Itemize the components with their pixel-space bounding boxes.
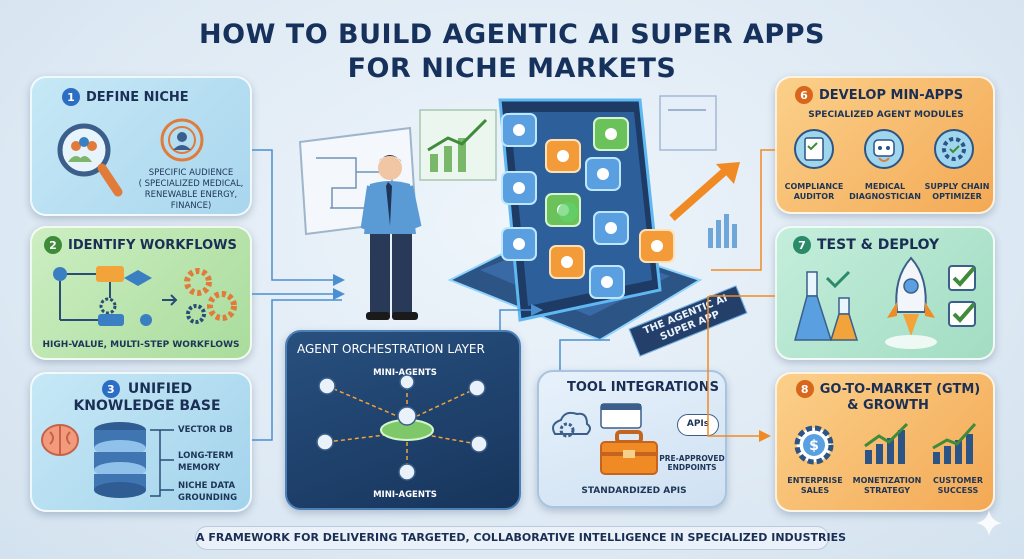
orchestration-bottom-label: MINI-AGENTS — [373, 490, 437, 500]
module-2-line2: DIAGNOSTICIAN — [849, 192, 921, 201]
monetization-chart-icon — [864, 422, 909, 464]
brain-icon — [41, 424, 79, 456]
step-3-number: 3 — [101, 380, 120, 398]
step-2-title: IDENTIFY WORKFLOWS — [68, 237, 237, 253]
kb-item-long-term: LONG-TERM — [178, 451, 234, 461]
magnifier-people-icon — [57, 123, 123, 197]
orchestration-title: AGENT ORCHESTRATION LAYER — [297, 342, 485, 356]
orchestration-top-label: MINI-AGENTS — [373, 368, 437, 378]
svg-text:$: $ — [809, 438, 819, 454]
growth-chart-board — [419, 109, 497, 181]
supply-chain-optimizer-icon — [934, 129, 974, 169]
module-1-line2: AUDITOR — [793, 192, 835, 201]
step-2-number: 2 — [44, 236, 62, 254]
flask-icon — [794, 270, 859, 341]
target-person-icon — [160, 118, 204, 162]
database-icon — [94, 422, 146, 498]
step-1-desc-line4: FINANCE) — [170, 201, 212, 211]
gtm-1-line1: ENTERPRISE — [787, 476, 843, 485]
step-7-card: 7 TEST & DEPLOY — [775, 226, 995, 360]
cloud-gear-icon — [552, 411, 591, 438]
gtm-1-line2: SALES — [800, 486, 830, 495]
tools-title: TOOL INTEGRATIONS — [567, 380, 719, 395]
module-1-line1: COMPLIANCE — [784, 182, 844, 191]
browser-window-icon — [600, 403, 642, 429]
step-8-card: 8 GO-TO-MARKET (GTM) & GROWTH $ ENTERPRI… — [775, 372, 995, 512]
medical-diagnostician-icon — [864, 129, 904, 169]
endpoints-line1: PRE-APPROVED — [659, 454, 725, 463]
module-2-line1: MEDICAL — [864, 182, 906, 191]
connector-lines — [150, 429, 174, 497]
agent-tiles — [501, 113, 675, 299]
tools-bottom-label: STANDARDIZED APIS — [581, 486, 687, 496]
kb-item-grounding: GROUNDING — [178, 493, 238, 503]
mini-agents-network — [316, 374, 488, 481]
step-3-title-line2: KNOWLEDGE BASE — [73, 398, 221, 414]
endpoints-line2: ENDPOINTS — [667, 463, 717, 472]
bar-chart-small — [708, 214, 737, 248]
step-3-title-line1: UNIFIED — [127, 381, 193, 397]
step-1-desc-line3: RENEWABLE ENERGY, — [144, 190, 238, 200]
step-2-desc: HIGH-VALUE, MULTI-STEP WORKFLOWS — [42, 340, 240, 350]
sparkle-icon — [976, 510, 1002, 536]
gtm-3-line1: CUSTOMER — [933, 476, 983, 485]
step-8-title-line1: GO-TO-MARKET (GTM) — [819, 381, 981, 397]
gtm-3-line2: SUCCESS — [937, 486, 979, 495]
step-6-title: DEVELOP MIN-APPS — [819, 87, 964, 103]
floating-panel-right — [659, 95, 717, 151]
step-8-number: 8 — [795, 380, 814, 398]
growth-arrow-icon — [669, 162, 740, 221]
step-8-title-line2: & GROWTH — [847, 398, 929, 413]
person-illustration — [360, 155, 422, 320]
kb-item-niche-data: NICHE DATA — [178, 481, 236, 491]
step-6-number: 6 — [795, 86, 813, 104]
step-6-card: 6 DEVELOP MIN-APPS SPECIALIZED AGENT MOD… — [775, 76, 995, 214]
step-2-card: 2 IDENTIFY WORKFLOWS HIGH-VALUE, MULTI-S… — [30, 226, 252, 360]
step-1-number: 1 — [62, 88, 80, 106]
step-1-desc-line1: SPECIFIC AUDIENCE — [148, 168, 234, 178]
kb-item-vector-db: VECTOR DB — [178, 425, 233, 435]
page-title: HOW TO BUILD AGENTIC AI SUPER APPS FOR N… — [0, 18, 1024, 86]
module-3-line1: SUPPLY CHAIN — [924, 182, 990, 191]
compliance-auditor-icon — [794, 129, 834, 169]
customer-success-chart-icon — [932, 422, 977, 464]
gtm-2-line2: STRATEGY — [863, 486, 911, 495]
workflow-diagram-icon — [53, 266, 237, 326]
step-7-number: 7 — [793, 236, 811, 254]
orchestration-card: AGENT ORCHESTRATION LAYER MINI-AGENTS MI… — [285, 330, 521, 510]
apis-label: APIs — [686, 419, 710, 429]
title-line-1: HOW TO BUILD AGENTIC AI SUPER APPS — [199, 19, 825, 50]
step-7-title: TEST & DEPLOY — [817, 237, 940, 253]
checklist-icon — [948, 265, 976, 327]
step-3-card: 3 UNIFIED KNOWLEDGE BASE VECTOR DB LONG-… — [30, 372, 252, 512]
footer-banner: A FRAMEWORK FOR DELIVERING TARGETED, COL… — [195, 526, 846, 550]
step-1-desc-line2: ( SPECIALIZED MEDICAL, — [138, 179, 244, 189]
toolbox-icon — [600, 430, 658, 475]
step-6-subtitle: SPECIALIZED AGENT MODULES — [808, 110, 964, 120]
module-3-line2: OPTIMIZER — [932, 192, 982, 201]
dollar-gear-icon: $ — [794, 425, 834, 465]
kb-item-memory: MEMORY — [178, 463, 221, 473]
title-line-2: FOR NICHE MARKETS — [347, 53, 677, 84]
gtm-2-line1: MONETIZATION — [852, 476, 922, 485]
step-1-title: DEFINE NICHE — [86, 89, 189, 105]
rocket-icon — [885, 256, 937, 349]
tools-card: TOOL INTEGRATIONS APIs PRE-APPROVED ENDP… — [537, 370, 727, 508]
step-1-card: 1 DEFINE NICHE SPECIFIC AUDIENCE ( SPECI… — [30, 76, 252, 216]
